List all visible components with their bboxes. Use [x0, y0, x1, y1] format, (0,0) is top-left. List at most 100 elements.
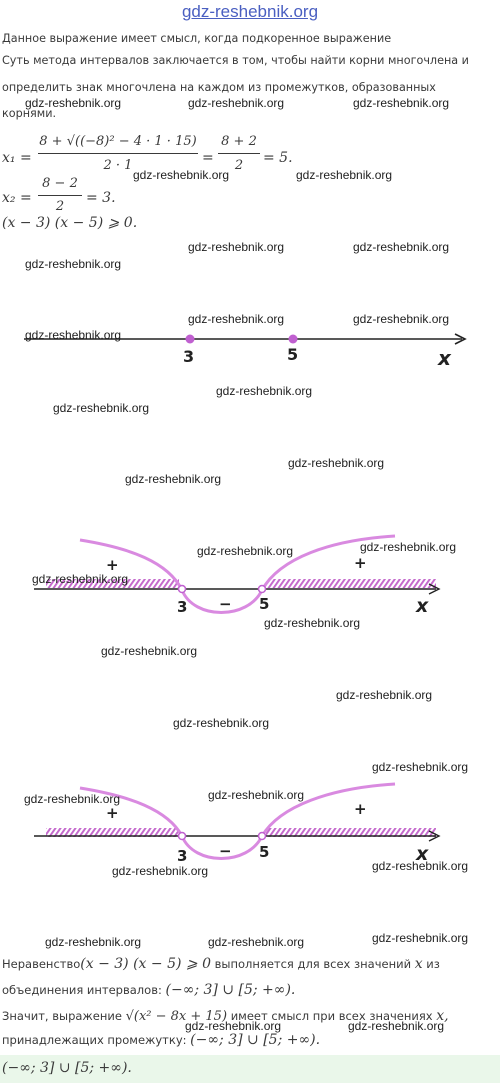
x1-mid-fraction-bar: [218, 153, 260, 154]
watermark: gdz-reshebnik.org: [372, 931, 469, 945]
sign-plus-right: +: [354, 800, 367, 818]
watermark: gdz-reshebnik.org: [112, 864, 209, 878]
conclusion-text: из: [426, 957, 440, 971]
root-point-5: [288, 334, 298, 344]
number-line-1: 3 5 x: [24, 333, 467, 370]
conclusion-text: объединения интервалов:: [2, 983, 162, 997]
watermark: gdz-reshebnik.org: [353, 96, 450, 110]
sign-minus: −: [219, 595, 232, 613]
conclusion-text: выполняется для всех значений: [214, 957, 412, 971]
watermark: gdz-reshebnik.org: [288, 456, 385, 470]
watermark: gdz-reshebnik.org: [372, 859, 469, 873]
axis-arrow: [454, 333, 467, 345]
conclusion-text: Значит, выражение: [2, 1009, 122, 1023]
watermark: gdz-reshebnik.org: [188, 312, 285, 326]
sign-plus-left: +: [106, 556, 119, 574]
x1-label: x₁ =: [2, 150, 32, 166]
watermark: gdz-reshebnik.org: [353, 312, 450, 326]
watermark: gdz-reshebnik.org: [188, 96, 285, 110]
watermark: gdz-reshebnik.org: [25, 96, 122, 110]
hatch-left: [46, 579, 179, 588]
watermark: gdz-reshebnik.org: [296, 168, 393, 182]
x2-result: = 3.: [86, 190, 116, 206]
x2-label: x₂ =: [2, 190, 32, 206]
conclusion-line-3: Значит, выражение √(x² − 8x + 15) имеет …: [2, 1009, 449, 1024]
x1-mid-denominator: 2: [234, 158, 244, 173]
watermark: gdz-reshebnik.org: [24, 792, 121, 806]
number-line-2: + + − 3 5 x: [34, 534, 441, 617]
number-line-3: + + − 3 5 x: [34, 782, 441, 865]
x2-numerator: 8 − 2: [42, 176, 78, 191]
x1-numerator: 8 + √((−8)² − 4 · 1 · 15): [39, 134, 197, 149]
inequality: (x − 3) (x − 5) ⩾ 0.: [2, 215, 138, 231]
root-point-3: [185, 334, 195, 344]
label-5: 5: [259, 595, 269, 613]
watermark: gdz-reshebnik.org: [353, 240, 450, 254]
watermark: gdz-reshebnik.org: [208, 788, 305, 802]
watermark: gdz-reshebnik.org: [25, 328, 122, 342]
watermark: gdz-reshebnik.org: [32, 572, 129, 586]
watermark: gdz-reshebnik.org: [185, 1019, 282, 1033]
variable-x: x,: [436, 1008, 449, 1024]
x1-mid-numerator: 8 + 2: [221, 134, 257, 149]
watermark: gdz-reshebnik.org: [197, 544, 294, 558]
watermark: gdz-reshebnik.org: [188, 240, 285, 254]
site-header-link[interactable]: gdz-reshebnik.org: [181, 2, 319, 21]
conclusion-text: имеет смысл при всех значениях: [230, 1009, 433, 1023]
axis-label-x: x: [437, 346, 452, 370]
axis-label-x: x: [415, 595, 429, 617]
root-point-5: [257, 584, 267, 594]
interval-inline: (−∞; 3] ∪ [5; +∞).: [190, 1032, 321, 1048]
sign-curve: [79, 782, 396, 860]
root-point-5: [257, 831, 267, 841]
label-3: 3: [177, 847, 187, 865]
label-3: 3: [183, 347, 194, 366]
label-3: 3: [177, 598, 187, 616]
watermark: gdz-reshebnik.org: [336, 688, 433, 702]
sign-minus: −: [219, 842, 232, 860]
answer-box: [0, 1055, 500, 1083]
root-point-3: [177, 831, 187, 841]
equals-sign: =: [202, 150, 214, 166]
hatch-right: [266, 579, 436, 588]
watermark: gdz-reshebnik.org: [216, 384, 313, 398]
interval-inline: (−∞; 3] ∪ [5; +∞).: [165, 982, 296, 998]
x2-denominator: 2: [55, 199, 65, 214]
intro-line-4: корнями.: [2, 107, 57, 120]
watermark: gdz-reshebnik.org: [360, 540, 457, 554]
label-5: 5: [287, 345, 298, 364]
watermark: gdz-reshebnik.org: [264, 616, 361, 630]
watermark: gdz-reshebnik.org: [208, 935, 305, 949]
sign-plus-right: +: [354, 554, 367, 572]
conclusion-text: Неравенство: [2, 957, 81, 971]
sign-plus-left: +: [106, 804, 119, 822]
label-5: 5: [259, 843, 269, 861]
hatch-right: [266, 828, 436, 837]
watermark: gdz-reshebnik.org: [25, 257, 122, 271]
sign-curve: [79, 534, 396, 614]
intro-line-3: определить знак многочлена на каждом из …: [2, 81, 436, 94]
watermark: gdz-reshebnik.org: [173, 716, 270, 730]
x1-result: = 5.: [263, 150, 293, 166]
watermark: gdz-reshebnik.org: [125, 472, 222, 486]
conclusion-text: принадлежащих промежутку:: [2, 1033, 187, 1047]
axis-label-x: x: [415, 843, 429, 865]
hatch-left: [46, 828, 179, 837]
watermark: gdz-reshebnik.org: [45, 935, 142, 949]
axis-arrow: [428, 583, 441, 595]
radical-inline: √(x² − 8x + 15): [125, 1009, 228, 1024]
inequality-inline: (x − 3) (x − 5) ⩾ 0: [80, 956, 211, 972]
root-point-3: [177, 584, 187, 594]
answer-text: (−∞; 3] ∪ [5; +∞).: [2, 1060, 132, 1076]
x2-fraction-bar: [38, 195, 82, 196]
conclusion-line-1: Неравенство(x − 3) (x − 5) ⩾ 0 выполняет…: [2, 957, 440, 971]
watermark: gdz-reshebnik.org: [133, 168, 230, 182]
intro-line-2: Суть метода интервалов заключается в том…: [2, 54, 469, 67]
intro-line-1: Данное выражение имеет смысл, когда подк…: [2, 32, 392, 45]
watermark: gdz-reshebnik.org: [101, 644, 198, 658]
variable-x: x: [414, 956, 423, 972]
watermark: gdz-reshebnik.org: [372, 760, 469, 774]
conclusion-line-4: принадлежащих промежутку: (−∞; 3] ∪ [5; …: [2, 1033, 320, 1047]
conclusion-line-2: объединения интервалов: (−∞; 3] ∪ [5; +∞…: [2, 983, 295, 997]
watermark: gdz-reshebnik.org: [53, 401, 150, 415]
